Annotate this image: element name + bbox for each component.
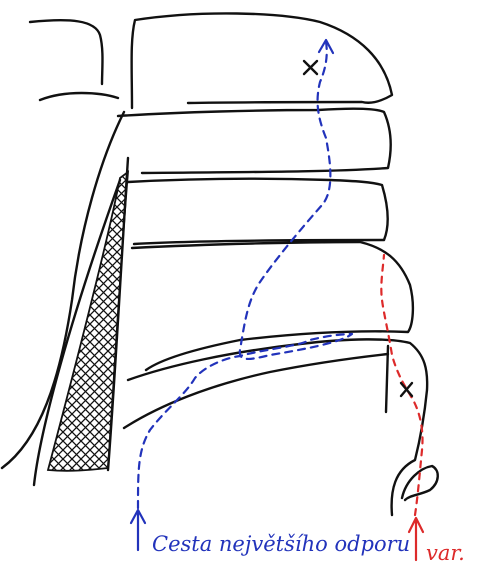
main-route-label: Cesta největšího odporu bbox=[152, 532, 410, 556]
main-route bbox=[131, 40, 352, 550]
variant-route-anchor-x bbox=[401, 383, 412, 396]
main-route-anchor-x bbox=[304, 61, 317, 74]
variant-route bbox=[381, 255, 423, 560]
rock-bands bbox=[118, 13, 438, 515]
main-route-start-arrow bbox=[131, 510, 145, 550]
variant-route-start-arrow bbox=[409, 518, 423, 560]
variant-route-label: var. bbox=[426, 541, 465, 565]
